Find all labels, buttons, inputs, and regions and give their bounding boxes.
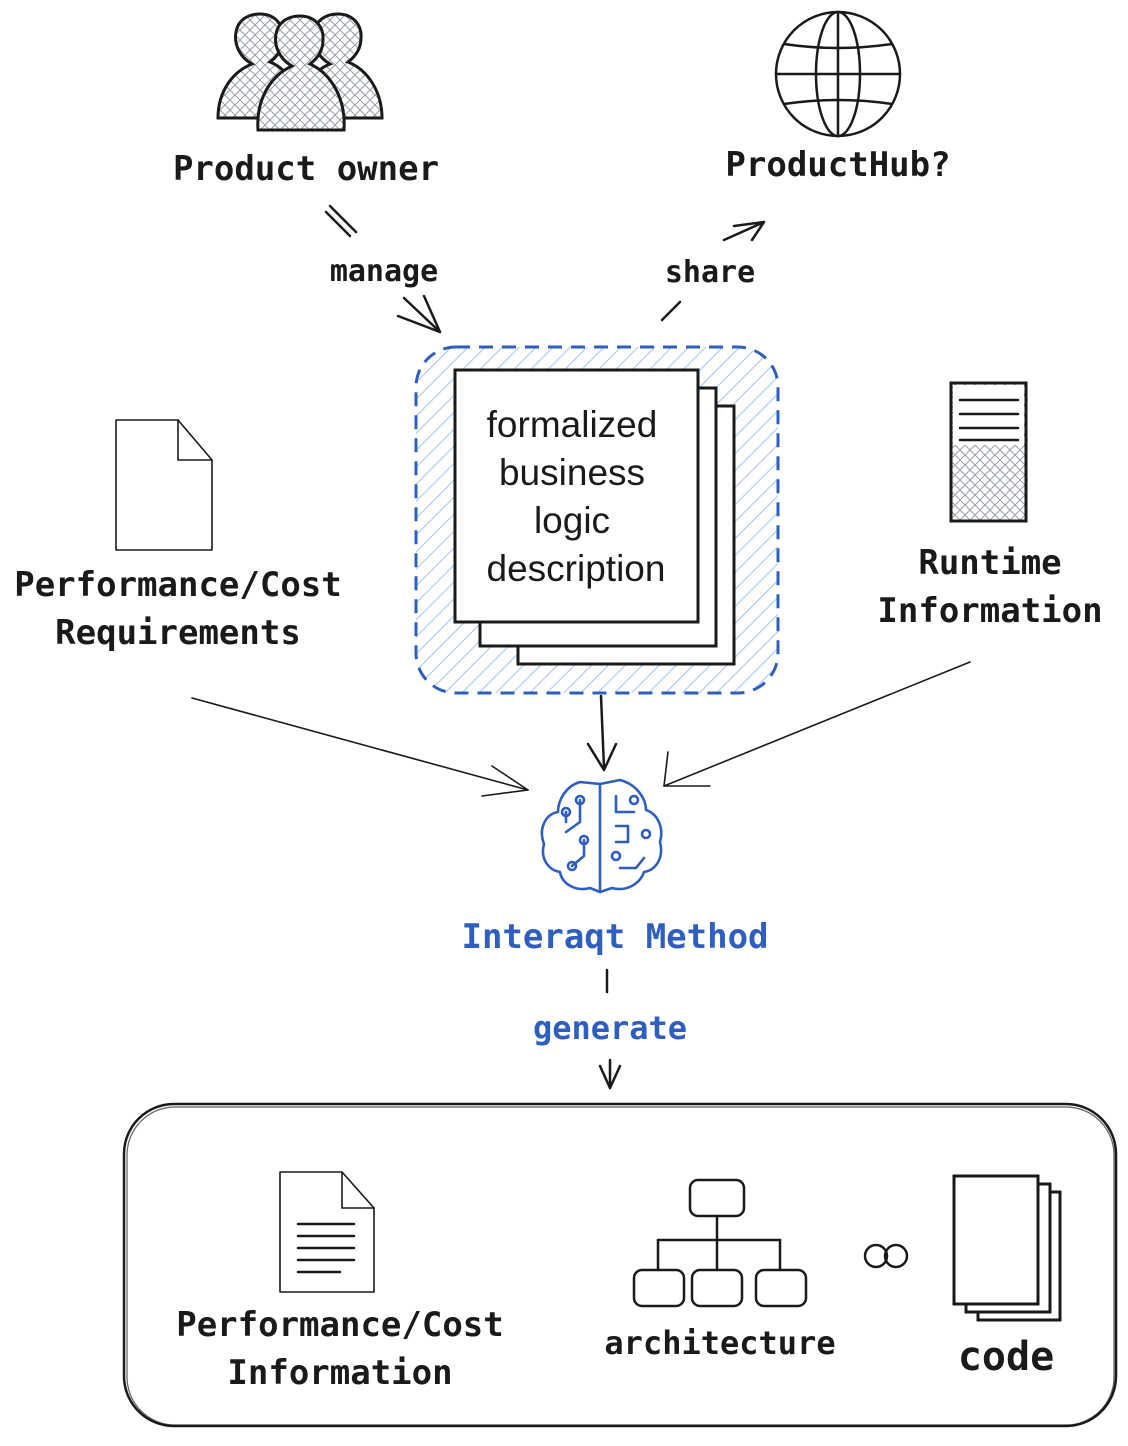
perf-cost-requirements-line-2: Requirements bbox=[55, 613, 301, 653]
perf-cost-information-line-1: Performance/Cost bbox=[176, 1305, 504, 1345]
requirements-to-method-arrow bbox=[191, 697, 529, 797]
share-edge-label: share bbox=[665, 255, 755, 290]
generate-edge-label: generate bbox=[533, 1009, 687, 1047]
output-container bbox=[122, 1102, 1118, 1428]
product-owner-label: Product owner bbox=[173, 149, 439, 189]
business-logic-line-3: logic bbox=[534, 500, 610, 541]
code-label: code bbox=[958, 1334, 1054, 1380]
producthub-label: ProductHub? bbox=[725, 145, 950, 185]
code-pages-icon bbox=[952, 1174, 1062, 1322]
globe-icon bbox=[774, 10, 902, 138]
architecture-label: architecture bbox=[604, 1324, 835, 1362]
hierarchy-icon bbox=[632, 1178, 808, 1308]
link-icon bbox=[863, 1243, 909, 1269]
business-logic-line-4: description bbox=[487, 548, 666, 589]
interaqt-method-label: Interaqt Method bbox=[461, 917, 768, 957]
brain-circuit-icon bbox=[540, 778, 663, 894]
generate-arrow bbox=[598, 968, 622, 1090]
file-icon bbox=[115, 419, 213, 551]
manage-arrow bbox=[324, 204, 442, 334]
runtime-information-line-2: Information bbox=[877, 591, 1102, 631]
business-logic-to-method-arrow bbox=[586, 694, 618, 772]
stacked-documents-icon bbox=[453, 368, 736, 666]
share-arrow bbox=[660, 220, 766, 322]
users-icon bbox=[216, 12, 384, 132]
perf-cost-information-line-2: Information bbox=[227, 1353, 452, 1393]
business-logic-text: formalized business logic description bbox=[487, 404, 666, 589]
server-icon bbox=[949, 381, 1028, 523]
document-lines-icon bbox=[279, 1171, 375, 1293]
runtime-to-method-arrow bbox=[663, 661, 971, 787]
manage-edge-label: manage bbox=[330, 254, 438, 289]
business-logic-line-2: business bbox=[499, 452, 645, 493]
business-logic-line-1: formalized bbox=[487, 404, 658, 445]
runtime-information-line-1: Runtime bbox=[918, 543, 1061, 583]
perf-cost-requirements-line-1: Performance/Cost bbox=[14, 565, 342, 605]
